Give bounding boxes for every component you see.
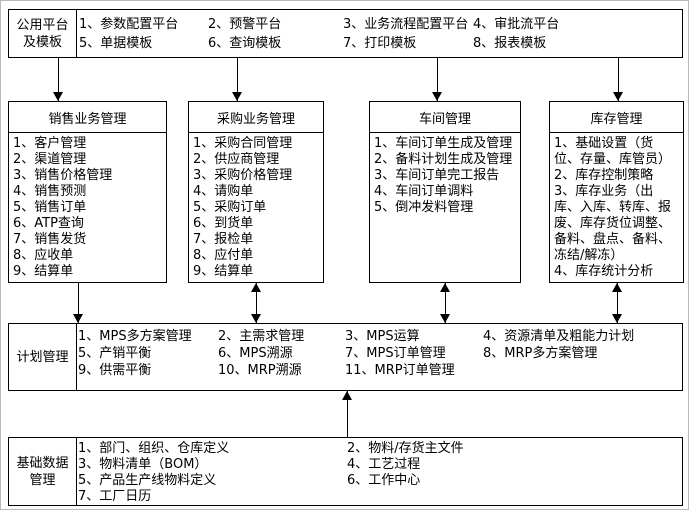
planning-item: 6、MPS溯源: [218, 346, 293, 361]
sales-module-items: 1、客户管理 2、渠道管理 3、销售价格管理 4、销售预测 5、销售订单 6、A…: [9, 133, 166, 280]
module-item: 1、基础设置（货位、存量、库管员）: [554, 136, 672, 167]
module-item: 4、车间订单调料: [374, 184, 474, 199]
top-box-item: 1、参数配置平台: [79, 17, 179, 32]
planning-item: 4、资源清单及粗能力计划: [483, 329, 635, 344]
base-data-item: 6、工作中心: [347, 473, 421, 488]
planning-item: 7、MPS订单管理: [345, 346, 446, 361]
down-arrow-sales-to-planning: [73, 283, 84, 323]
module-item: 2、供应商管理: [193, 152, 280, 167]
module-item: 6、ATP查询: [13, 216, 84, 231]
down-arrow-platform-to-workshop: [432, 58, 443, 101]
module-item: 1、客户管理: [13, 136, 87, 151]
module-item: 2、库存控制策略: [554, 168, 654, 183]
module-item: 5、采购订单: [193, 200, 267, 215]
module-item: 9、结算单: [193, 264, 254, 279]
top-box-item: 5、单据模板: [79, 36, 153, 51]
up-arrow-basedata-to-planning: [342, 391, 353, 437]
top-box-item: 2、预警平台: [208, 17, 282, 32]
inventory-module-box: 库存管理 1、基础设置（货位、存量、库管员） 2、库存控制策略 3、库存业务（出…: [549, 101, 684, 283]
planning-column-2: 2、主需求管理 6、MPS溯源 10、MRP溯源: [218, 328, 304, 379]
module-item: 5、销售订单: [13, 200, 87, 215]
platform-column-3: 3、业务流程配置平台 7、打印模板: [343, 15, 468, 53]
top-box-item: 6、查询模板: [208, 36, 282, 51]
planning-item: 8、MRP多方案管理: [483, 346, 598, 361]
module-item: 1、采购合同管理: [193, 136, 293, 151]
top-box-item: 8、报表模板: [473, 36, 547, 51]
module-item: 4、库存统计分析: [554, 264, 654, 279]
planning-item: 3、MPS运算: [345, 329, 420, 344]
down-arrow-platform-to-sales: [53, 58, 64, 101]
module-item: 5、倒冲发料管理: [374, 200, 474, 215]
base-data-items: 1、部门、组织、仓库定义 3、物料清单（BOM） 5、产品生产线物料定义 7、工…: [77, 438, 682, 505]
planning-column-1: 1、MPS多方案管理 5、产销平衡 9、供需平衡: [78, 328, 192, 379]
module-item: 2、渠道管理: [13, 152, 87, 167]
platform-column-2: 2、预警平台 6、查询模板: [208, 15, 281, 53]
base-data-title: 基础数据 管理: [9, 438, 77, 505]
workshop-module-items: 1、车间订单生成及管理 2、备料计划生成及管理 3、车间订单完工报告 4、车间订…: [370, 133, 520, 216]
workshop-module-title: 车间管理: [370, 102, 520, 133]
module-item: 3、库存业务（出库、入库、转库、报废、库存货位调整、备料、盘点、备料、冻结/解冻…: [554, 184, 672, 263]
planning-title-text: 计划管理: [16, 349, 69, 365]
platform-column-1: 1、参数配置平台 5、单据模板: [79, 15, 178, 53]
base-data-item: 7、工厂日历: [78, 489, 152, 504]
planning-item: 11、MRP订单管理: [345, 363, 455, 378]
base-data-item: 5、产品生产线物料定义: [78, 473, 217, 488]
sales-module-title: 销售业务管理: [9, 102, 166, 133]
top-box-item: 4、审批流平台: [473, 17, 560, 32]
module-item: 4、请购单: [193, 184, 254, 199]
module-item: 3、采购价格管理: [193, 168, 293, 183]
purchase-module-title: 采购业务管理: [189, 102, 323, 133]
planning-column-4: 4、资源清单及粗能力计划 8、MRP多方案管理: [483, 328, 634, 362]
base-data-title-line2: 管理: [29, 472, 56, 488]
top-box-item: 3、业务流程配置平台: [343, 17, 469, 32]
base-data-item: 3、物料清单（BOM）: [78, 457, 208, 472]
planning-box: 计划管理 1、MPS多方案管理 5、产销平衡 9、供需平衡 2、主需求管理 6、…: [8, 323, 683, 391]
public-platform-box: 公用平台 及模板 1、参数配置平台 5、单据模板 2、预警平台 6、查询模板 3…: [8, 9, 683, 58]
module-item: 9、结算单: [13, 264, 74, 279]
purchase-module-items: 1、采购合同管理 2、供应商管理 3、采购价格管理 4、请购单 5、采购订单 6…: [189, 133, 323, 280]
module-item: 4、销售预测: [13, 184, 87, 199]
sales-module-box: 销售业务管理 1、客户管理 2、渠道管理 3、销售价格管理 4、销售预测 5、销…: [8, 101, 167, 283]
top-box-item: 7、打印模板: [343, 36, 417, 51]
module-item: 7、报检单: [193, 232, 254, 247]
planning-item: 10、MRP溯源: [218, 363, 302, 378]
module-item: 2、备料计划生成及管理: [374, 152, 513, 167]
public-platform-title-line1: 公用平台: [16, 17, 69, 33]
platform-column-4: 4、审批流平台 8、报表模板: [473, 15, 559, 53]
double-arrow-workshop-planning: [440, 283, 451, 323]
base-data-box: 基础数据 管理 1、部门、组织、仓库定义 3、物料清单（BOM） 5、产品生产线…: [8, 437, 683, 506]
planning-title: 计划管理: [9, 324, 77, 390]
purchase-module-box: 采购业务管理 1、采购合同管理 2、供应商管理 3、采购价格管理 4、请购单 5…: [188, 101, 324, 283]
planning-column-3: 3、MPS运算 7、MPS订单管理 11、MRP订单管理: [345, 328, 455, 379]
down-arrow-platform-to-inventory: [613, 58, 624, 101]
base-data-title-line1: 基础数据: [16, 455, 69, 471]
public-platform-items: 1、参数配置平台 5、单据模板 2、预警平台 6、查询模板 3、业务流程配置平台…: [77, 10, 682, 57]
planning-item: 2、主需求管理: [218, 329, 305, 344]
workshop-module-box: 车间管理 1、车间订单生成及管理 2、备料计划生成及管理 3、车间订单完工报告 …: [369, 101, 521, 283]
module-item: 8、应收单: [13, 248, 74, 263]
double-arrow-purchase-planning: [251, 283, 262, 323]
base-data-item: 2、物料/存货主文件: [347, 441, 464, 456]
public-platform-title: 公用平台 及模板: [9, 10, 77, 57]
down-arrow-platform-to-purchase: [232, 58, 243, 101]
base-data-column-2: 2、物料/存货主文件 4、工艺过程 6、工作中心: [347, 441, 464, 489]
planning-item: 1、MPS多方案管理: [78, 329, 192, 344]
planning-items: 1、MPS多方案管理 5、产销平衡 9、供需平衡 2、主需求管理 6、MPS溯源…: [77, 324, 682, 390]
base-data-item: 1、部门、组织、仓库定义: [78, 441, 230, 456]
module-item: 6、到货单: [193, 216, 254, 231]
double-arrow-inventory-planning: [612, 283, 623, 323]
module-item: 3、车间订单完工报告: [374, 168, 500, 183]
module-item: 7、销售发货: [13, 232, 87, 247]
module-item: 8、应付单: [193, 248, 254, 263]
public-platform-title-line2: 及模板: [22, 34, 62, 50]
module-item: 3、销售价格管理: [13, 168, 113, 183]
base-data-item: 4、工艺过程: [347, 457, 421, 472]
planning-item: 9、供需平衡: [78, 363, 152, 378]
base-data-column-1: 1、部门、组织、仓库定义 3、物料清单（BOM） 5、产品生产线物料定义 7、工…: [78, 441, 229, 505]
planning-item: 5、产销平衡: [78, 346, 152, 361]
inventory-module-items: 1、基础设置（货位、存量、库管员） 2、库存控制策略 3、库存业务（出库、入库、…: [550, 133, 683, 280]
module-item: 1、车间订单生成及管理: [374, 136, 513, 151]
inventory-module-title: 库存管理: [550, 102, 683, 133]
